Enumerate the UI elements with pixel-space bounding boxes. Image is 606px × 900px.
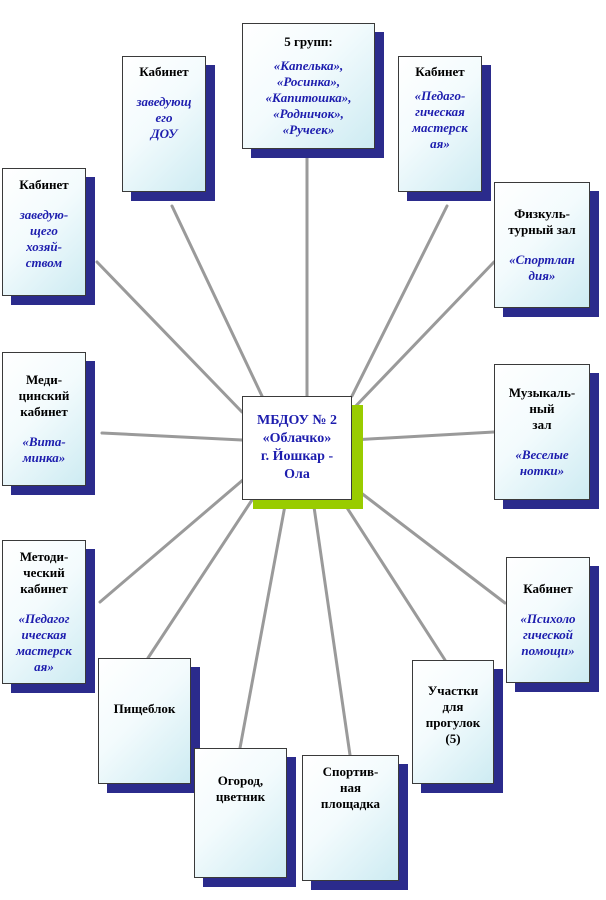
kitchen-box: Пищеблок [98,658,191,784]
head-office-title: Кабинет [139,64,189,79]
psychology-subtitle: «Психоло гической помощи» [520,611,576,658]
connector-ped-workshop [350,204,449,398]
household-office-box: Кабинет заведую- щего хозяй- ством [2,168,86,296]
groups-box: 5 групп: «Капелька», «Росинка», «Капитош… [242,23,375,149]
medical-box: Меди- цинский кабинет «Вита- минка» [2,352,86,486]
sports-ground-node: Спортив- ная площадка [302,755,408,890]
ped-workshop-box: Кабинет «Педаго- гическая мастерск ая» [398,56,482,192]
ped-workshop-node: Кабинет «Педаго- гическая мастерск ая» [398,56,491,201]
garden-node: Огород, цветник [194,748,296,887]
groups-node: 5 групп: «Капелька», «Росинка», «Капитош… [242,23,384,158]
connector-household [95,260,244,414]
connector-walks [340,498,447,662]
sports-ground-title: Спортив- ная площадка [320,764,381,811]
connector-sports [311,498,352,757]
walk-areas-box: Участки для прогулок (5) [412,660,494,784]
psychology-box: Кабинет «Психоло гической помощи» [506,557,590,683]
connector-psychology [350,484,507,605]
household-office-node: Кабинет заведую- щего хозяй- ством [2,168,95,305]
connector-gym [350,260,496,412]
head-office-box: Кабинет заведующ его ДОУ [122,56,206,192]
household-office-subtitle: заведую- щего хозяй- ством [19,207,69,270]
medical-title: Меди- цинский кабинет [18,372,70,419]
methodical-title: Методи- ческий кабинет [19,549,69,596]
sports-ground-box: Спортив- ная площадка [302,755,399,881]
kitchen-title: Пищеблок [113,701,176,716]
household-office-title: Кабинет [19,177,69,192]
center-box: МБДОУ № 2 «Облачко» г. Йошкар - Ола [242,396,352,500]
music-hall-title: Музыкаль- ный зал [508,385,576,432]
gym-subtitle: «Спортлан дия» [509,252,575,283]
connector-medical [100,431,244,442]
medical-node: Меди- цинский кабинет «Вита- минка» [2,352,95,495]
groups-list: «Капелька», «Росинка», «Капитошка», «Род… [265,58,352,137]
groups-title: 5 групп: [284,34,333,49]
gym-box: Физкуль- турный зал «Спортлан дия» [494,182,590,308]
connector-methodical [98,477,246,604]
music-hall-box: Музыкаль- ный зал «Веселые нотки» [494,364,590,500]
methodical-node: Методи- ческий кабинет «Педагог ическая … [2,540,95,693]
garden-title: Огород, цветник [215,773,266,804]
walk-areas-node: Участки для прогулок (5) [412,660,503,793]
head-office-node: Кабинет заведующ его ДОУ [122,56,215,201]
ped-workshop-title: Кабинет [415,64,465,79]
ped-workshop-subtitle: «Педаго- гическая мастерск ая» [412,88,468,151]
music-hall-subtitle: «Веселые нотки» [515,447,569,478]
psychology-node: Кабинет «Психоло гической помощи» [506,557,599,692]
connector-music [350,430,496,442]
connector-garden [238,498,288,750]
garden-box: Огород, цветник [194,748,287,878]
methodical-subtitle: «Педагог ическая мастерск ая» [16,611,72,674]
gym-node: Физкуль- турный зал «Спортлан дия» [494,182,599,317]
psychology-title: Кабинет [523,581,573,596]
gym-title: Физкуль- турный зал [508,206,576,237]
center-title: МБДОУ № 2 «Облачко» г. Йошкар - Ола [256,413,337,482]
music-hall-node: Музыкаль- ный зал «Веселые нотки» [494,364,599,509]
head-office-subtitle: заведующ его ДОУ [136,94,192,141]
connector-kitchen [146,498,254,660]
kitchen-node: Пищеблок [98,658,200,793]
medical-subtitle: «Вита- минка» [22,434,66,465]
methodical-box: Методи- ческий кабинет «Педагог ическая … [2,540,86,684]
connector-head-office [170,204,264,398]
center-node: МБДОУ № 2 «Облачко» г. Йошкар - Ола [242,396,363,509]
walk-areas-title: Участки для прогулок (5) [425,683,481,746]
